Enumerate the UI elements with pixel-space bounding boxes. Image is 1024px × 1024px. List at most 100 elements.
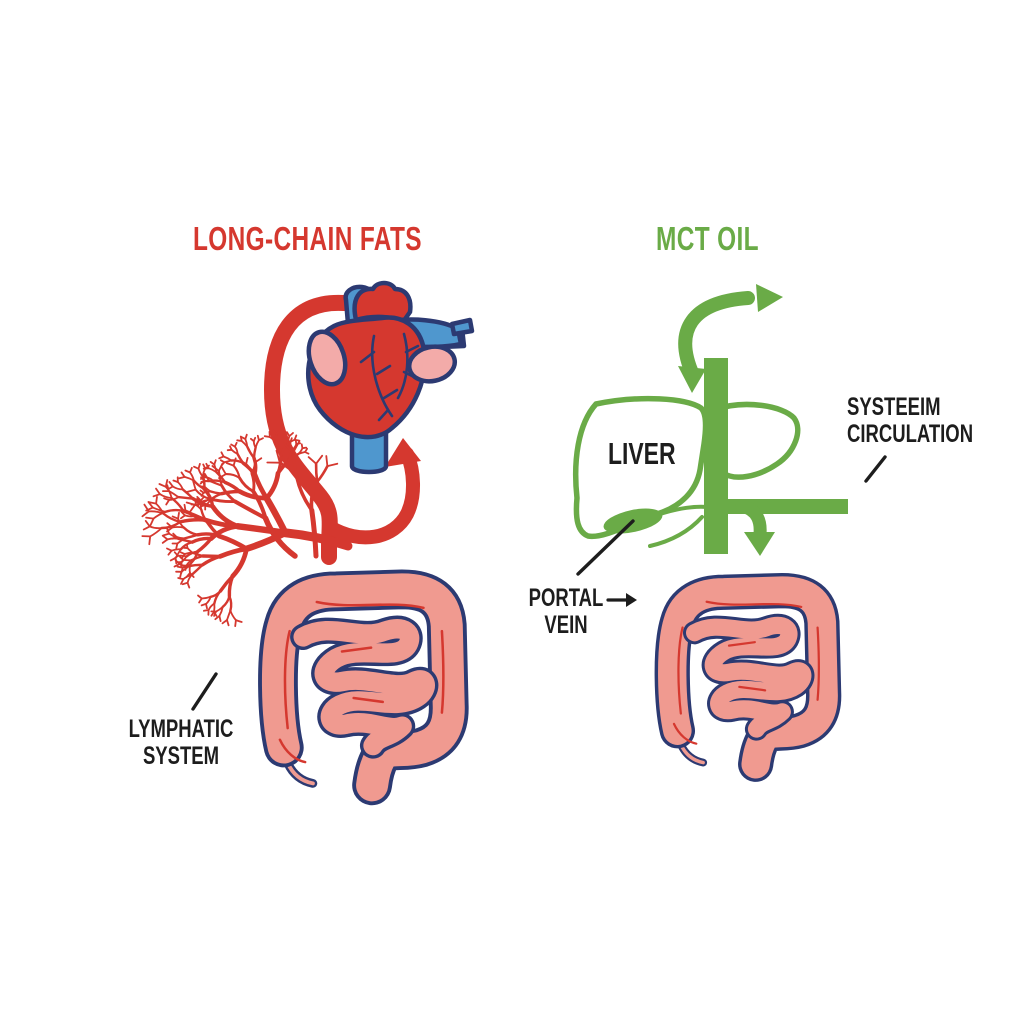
lymph-branch <box>288 432 294 437</box>
down-left-arrow-icon <box>678 366 706 393</box>
lymph-branch <box>205 462 210 470</box>
lymph-branch <box>245 462 254 475</box>
lymph-branch <box>325 455 329 467</box>
lymph-branch <box>152 493 161 498</box>
lymph-branch <box>326 462 339 467</box>
lymph-branch <box>200 504 207 508</box>
lymph-branch <box>148 535 152 546</box>
lymph-branch <box>252 436 257 442</box>
recirculation-arc <box>678 291 755 382</box>
lymph-branch <box>204 473 210 482</box>
pulmonary-branch <box>449 317 475 337</box>
lymph-branch <box>172 532 178 538</box>
lymph-branch <box>225 462 235 467</box>
lymph-branch <box>190 536 213 544</box>
lymph-branch <box>210 504 241 529</box>
lymphatic-label-line1: LYMPHATIC <box>128 715 234 743</box>
lymph-branch <box>289 437 293 444</box>
intestine-right <box>672 591 823 765</box>
lymph-branch <box>254 439 260 449</box>
lymph-branch <box>275 429 281 436</box>
lymph-branch <box>207 602 216 611</box>
lymph-branch <box>160 520 182 530</box>
lymph-branch <box>250 472 256 493</box>
lymph-branch <box>177 517 185 529</box>
lymph-branch <box>292 440 301 454</box>
lymph-branch <box>164 479 169 488</box>
lymph-branch <box>226 609 232 621</box>
lymph-branch <box>200 603 207 607</box>
lymph-branch <box>217 462 224 472</box>
down-arrow-icon <box>744 532 775 556</box>
lymph-branch <box>155 487 161 495</box>
lymph-branch <box>222 455 233 462</box>
lymph-branch <box>181 488 195 500</box>
lymph-branch <box>196 497 203 503</box>
lymph-branch <box>181 509 208 522</box>
portal-arrow-icon <box>626 593 637 607</box>
lymph-branch <box>234 441 238 448</box>
lymph-branch <box>166 547 173 552</box>
lymph-branch <box>181 581 189 586</box>
lymph-branch <box>189 466 193 474</box>
systemic-label-line2: CIRCULATION <box>847 420 974 448</box>
lymph-branch <box>258 437 264 441</box>
lymph-branch <box>166 527 170 535</box>
lymph-branch <box>221 466 227 475</box>
lymph-branch <box>192 480 197 491</box>
portal-leader-line <box>576 519 635 576</box>
lymph-branch <box>202 472 207 479</box>
intestine-left <box>278 589 449 785</box>
green-pathway <box>678 284 848 556</box>
lymph-branch <box>232 457 237 467</box>
lymph-branch <box>262 515 298 559</box>
lymph-branch <box>233 499 268 521</box>
lymph-branch <box>168 481 174 488</box>
lymph-branch <box>203 609 210 612</box>
lymph-branch <box>234 619 237 627</box>
lymph-branch <box>264 470 281 501</box>
lymph-branch <box>149 527 163 538</box>
lymph-branch <box>197 594 203 600</box>
lymph-branch <box>219 459 226 464</box>
lymph-branch <box>229 445 233 451</box>
lymph-branch <box>213 459 217 466</box>
lymph-branch <box>169 557 177 562</box>
lymph-branch <box>161 534 169 541</box>
lymph-branch <box>234 523 289 537</box>
lymph-branch <box>229 609 237 621</box>
lymph-branch <box>177 577 185 580</box>
lymph-branch <box>149 517 155 527</box>
lymph-branch <box>168 490 180 498</box>
lymph-branch <box>307 456 317 465</box>
lymph-branch <box>177 537 194 544</box>
lymph-branch <box>232 464 241 479</box>
left-atrium <box>306 329 348 387</box>
lymph-branch <box>197 463 201 470</box>
lymph-branch <box>221 594 231 609</box>
mct-oil-title: MCT OIL <box>656 220 759 257</box>
lymph-branch <box>230 546 249 579</box>
lymph-branch <box>214 615 221 621</box>
lymph-branch <box>189 503 196 513</box>
lymph-branch <box>166 484 170 492</box>
lymph-branch <box>147 501 154 509</box>
lymph-branch <box>301 446 308 450</box>
lymph-branch <box>291 451 299 479</box>
systemic-leader-line <box>864 455 887 483</box>
red-pathway <box>264 294 421 565</box>
to-intestine-arrow-shaft <box>735 499 767 541</box>
lymph-branch <box>238 476 255 493</box>
lymph-branch <box>194 488 211 500</box>
circulation-arrow-shaft <box>323 447 420 545</box>
lymph-branch <box>254 457 263 463</box>
lymph-branch <box>315 464 329 484</box>
lymphatic-system-label: LYMPHATIC SYSTEM <box>107 716 255 770</box>
lymph-branch <box>244 433 248 440</box>
lymph-branch <box>224 473 241 479</box>
lymph-branch <box>239 460 247 465</box>
lymph-branch <box>144 520 151 528</box>
leader-lines <box>191 455 887 711</box>
